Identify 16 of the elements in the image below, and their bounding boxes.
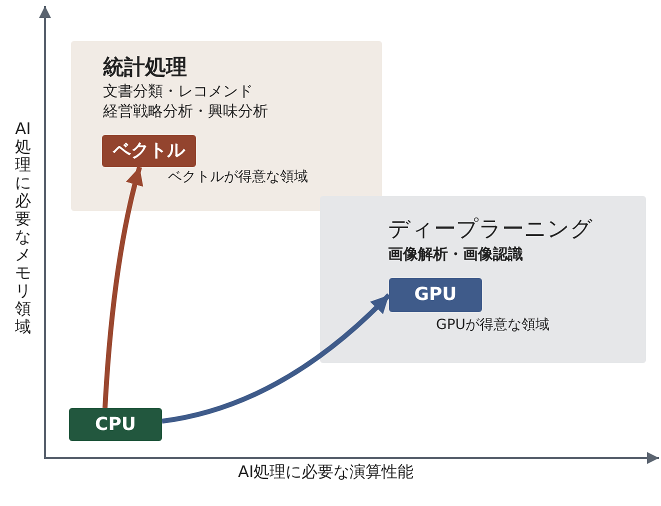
label-box: GPU	[389, 278, 482, 312]
label-box: CPU	[69, 408, 162, 441]
region-panel	[320, 196, 646, 363]
arrow	[162, 293, 391, 424]
region-subtitle: 経営戦略分析・興味分析	[103, 101, 269, 121]
arrow	[102, 166, 144, 408]
axis-label: AI処理に必要なメモリ領域	[14, 120, 32, 336]
region-subtitle: 画像解析・画像認識	[388, 244, 524, 264]
region-heading: 統計処理	[103, 54, 188, 81]
region-heading: ディープラーニング	[388, 216, 594, 244]
caption-text: ベクトルが得意な領域	[168, 168, 308, 186]
caption-text: GPUが得意な領域	[436, 316, 550, 334]
region-panel	[71, 41, 382, 211]
region-subtitle: 文書分類・レコメンド	[103, 81, 254, 101]
label-box: ベクトル	[102, 135, 196, 167]
axis-label: AI処理に必要な演算性能	[238, 462, 414, 483]
